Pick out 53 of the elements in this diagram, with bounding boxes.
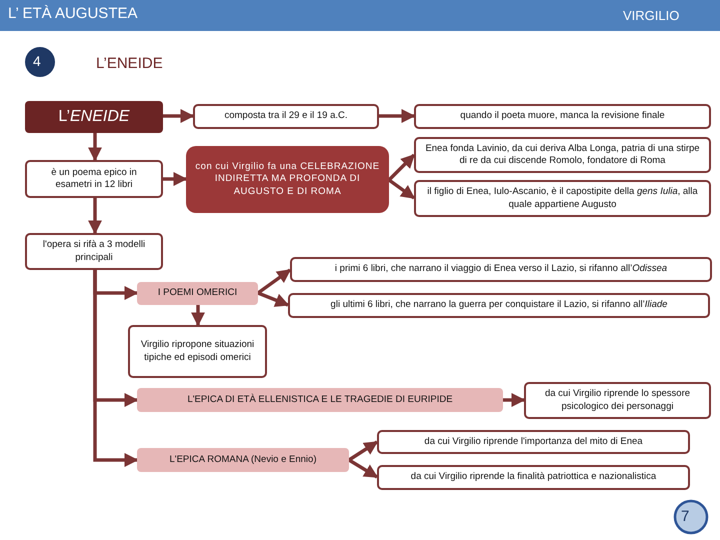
model-box <box>137 282 258 305</box>
box-text: da cui Virgilio riprende l'importanza del mito di Enea <box>424 436 643 448</box>
header-title: L’ ETÀ AUGUSTEA <box>8 5 138 22</box>
box-text: da cui Virgilio riprende lo spessore psicologico dei personaggi <box>544 388 692 413</box>
arrow <box>379 109 416 123</box>
arrow <box>257 291 290 307</box>
arrow <box>503 393 526 407</box>
model-box <box>137 388 503 412</box>
text-box <box>377 465 690 490</box>
arrow <box>348 440 378 462</box>
text-box <box>377 430 690 454</box>
box-text: composta tra il 29 e il 19 a.C. <box>224 110 348 123</box>
arrow <box>163 109 194 123</box>
box-text: i primi 6 libri, che narrano il viaggio di Enea verso il Lazio, si rifanno all’Odissea <box>334 263 668 276</box>
text-box <box>25 160 163 198</box>
arrow <box>256 268 292 294</box>
box-text: da cui Virgilio riprende la finalità patriottica e nazionalistica <box>410 471 656 484</box>
title-box <box>25 101 163 133</box>
text-box <box>288 293 710 318</box>
box-text: l'opera si rifà a 3 modelli principali <box>42 239 146 264</box>
text-box <box>414 180 711 217</box>
box-text: I POEMI OMERICI <box>158 287 238 300</box>
box-text: L’ENEIDE <box>58 106 130 127</box>
box-text: è un poema epico in esametri in 12 libri <box>50 166 138 192</box>
arrow <box>163 172 188 186</box>
arrow <box>388 154 416 182</box>
text-box <box>414 104 711 129</box>
header-subtitle: VIRGILIO <box>623 8 680 23</box>
arrow <box>88 198 102 234</box>
box-text: con cui Virgilio fa una CELEBRAZIONE INDIRETTA MA PROFONDA DI AUGUSTO E DI ROMA <box>194 160 381 198</box>
arrow <box>191 305 205 326</box>
arrow <box>93 270 138 467</box>
arrow <box>348 458 378 478</box>
arrow <box>388 178 416 200</box>
section-number: 4 <box>33 53 41 69</box>
page-number: 7 <box>681 508 690 525</box>
box-text: L'EPICA DI ETÀ ELLENISTICA E LE TRAGEDIE DI EURIPIDE <box>187 394 453 406</box>
box-text: L'EPICA ROMANA (Nevio e Ennio) <box>169 454 316 466</box>
box-text: gli ultimi 6 libri, che narrano la guerra per conquistare il Lazio, si rifanno all’Iliade <box>330 299 668 312</box>
highlight-box <box>186 146 389 213</box>
text-box <box>193 104 379 129</box>
arrow <box>88 133 102 162</box>
box-text: quando il poeta muore, manca la revisione finale <box>460 110 665 123</box>
box-text: Enea fonda Lavinio, da cui deriva Alba Longa, patria di una stirpe di re da cui discende Romolo, fondatore di Roma <box>424 142 701 168</box>
model-box <box>137 448 349 472</box>
text-box <box>128 325 267 378</box>
box-text: il figlio di Enea, Iulo-Ascanio, è il capostipite della gens Iulia, alla quale appartiene Augusto <box>426 186 699 211</box>
section-title: L’ENEIDE <box>96 55 163 72</box>
text-box <box>524 382 711 419</box>
box-text: Virgilio ripropone situazioni tipiche ed episodi omerici <box>140 339 256 364</box>
text-box <box>290 257 712 282</box>
text-box <box>414 137 711 173</box>
text-box <box>25 233 163 270</box>
